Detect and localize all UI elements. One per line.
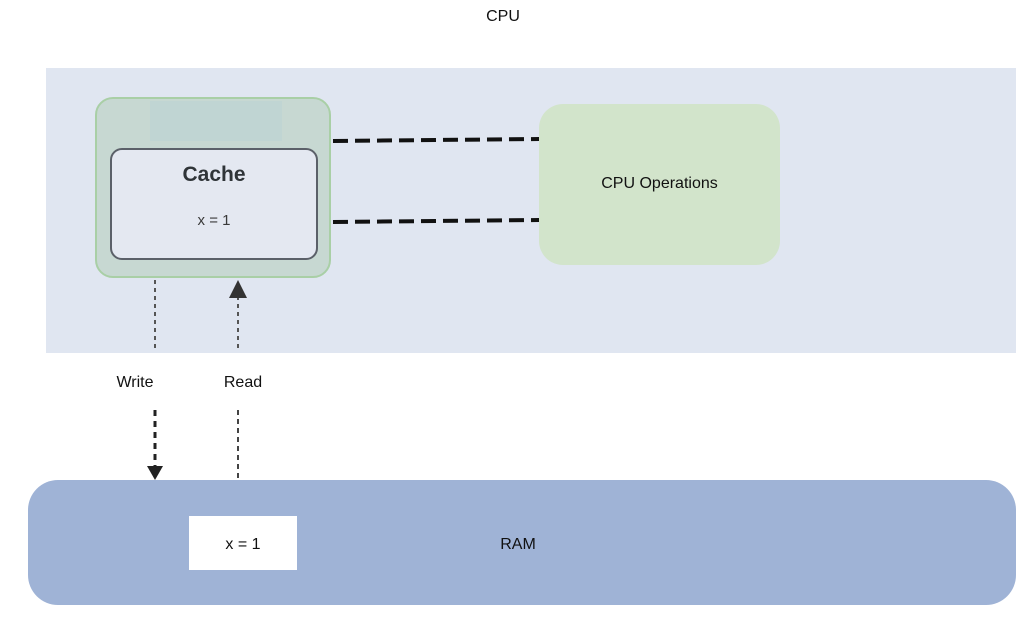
read-label: Read xyxy=(223,374,263,391)
write-arrowhead-icon xyxy=(147,466,163,480)
cpu-operations-box xyxy=(539,104,780,265)
cache-box xyxy=(110,148,318,260)
ram-cell-value: x = 1 xyxy=(225,536,261,553)
ram-cell xyxy=(189,516,297,570)
ram-label: RAM xyxy=(500,536,536,553)
write-label: Write xyxy=(116,374,154,391)
cache-value: x = 1 xyxy=(197,212,231,229)
cache-header-band xyxy=(150,101,282,141)
cache-title: Cache xyxy=(182,163,246,186)
cpu-operations-label: CPU Operations xyxy=(601,175,718,192)
cpu-title: CPU xyxy=(486,8,520,25)
